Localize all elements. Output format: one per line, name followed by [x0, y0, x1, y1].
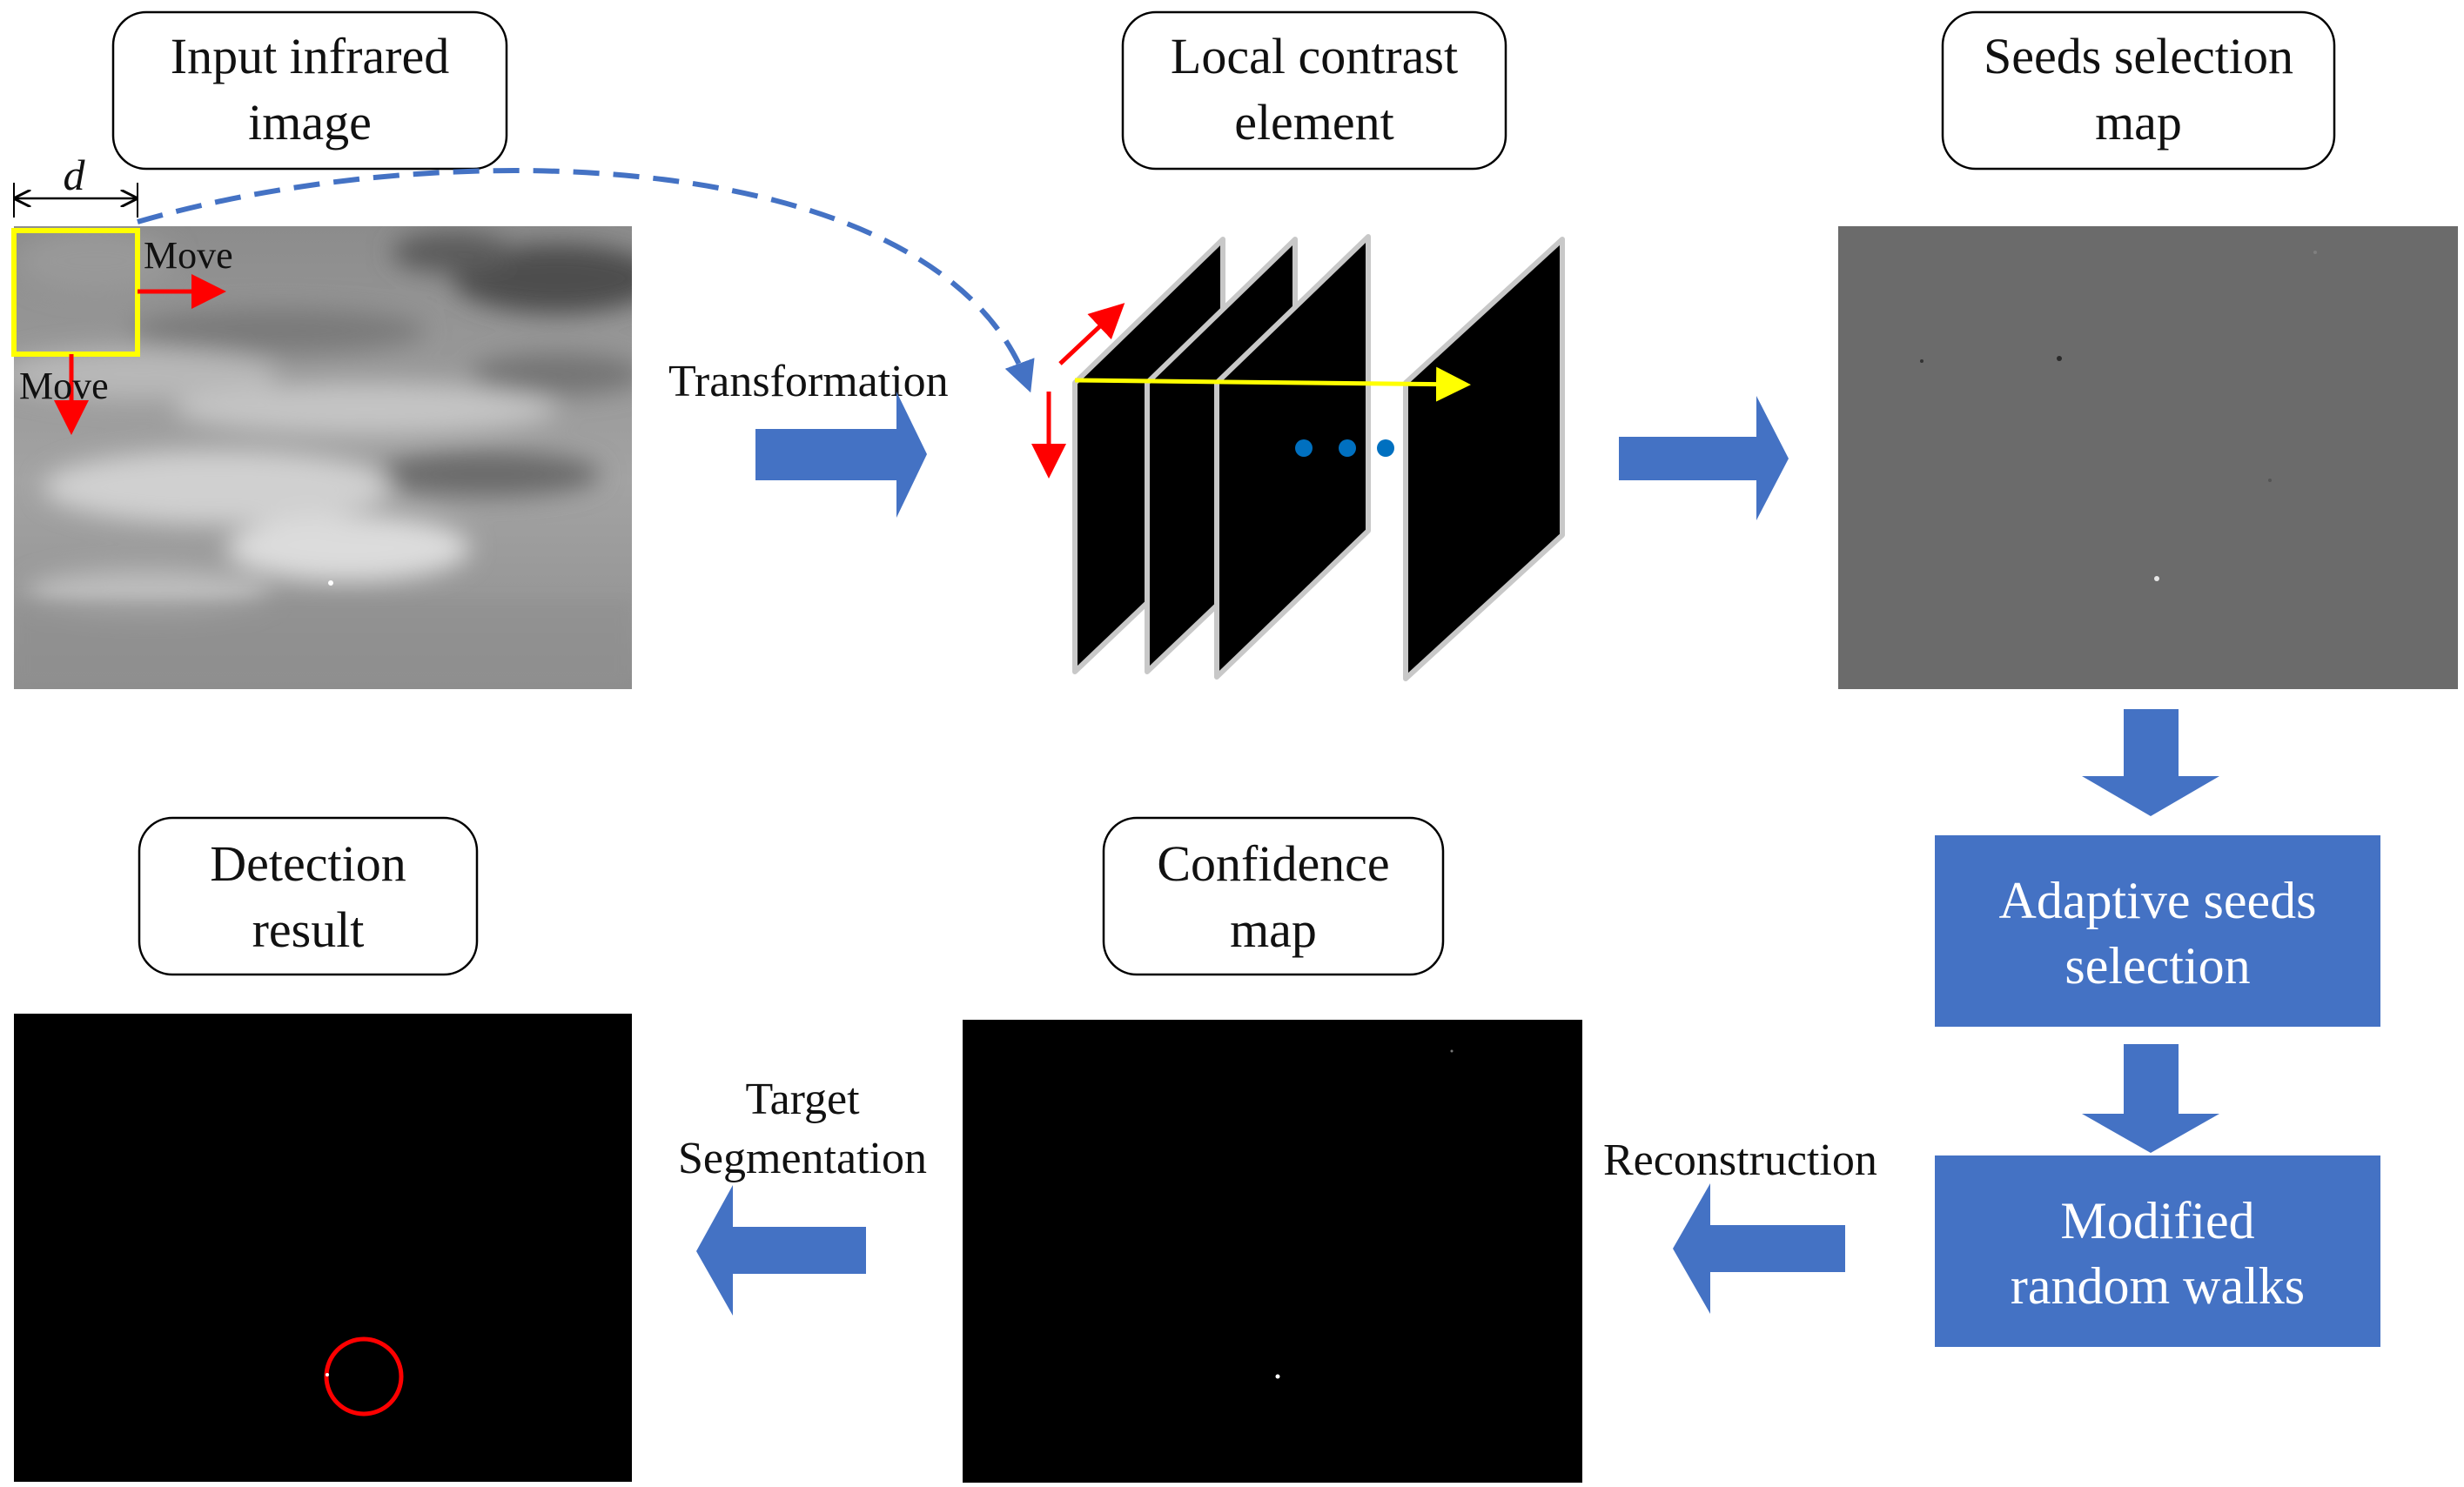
- transformation-label: Transformation: [668, 357, 949, 406]
- confidence-map-image: [963, 1020, 1582, 1483]
- contrast-layer-3: [1214, 234, 1371, 680]
- block-arrow-icon: [755, 392, 927, 518]
- local-contrast-label-line1: Local contrast: [1171, 28, 1458, 84]
- input-stage: Input infrared image: [11, 10, 1035, 689]
- ellipsis-dots-icon: [1295, 439, 1394, 457]
- segmentation-label-line2: Segmentation: [678, 1134, 927, 1183]
- input-label-box: [111, 10, 508, 171]
- input-label-line2: image: [248, 94, 372, 151]
- block-arrow-down-1: [2082, 709, 2219, 816]
- seed-point: [2057, 356, 2062, 361]
- block-arrow-down-2: [2082, 1044, 2219, 1153]
- move-down-label: Move: [19, 365, 109, 407]
- seeds-map-image: [1838, 226, 2458, 689]
- seed-point: [2313, 251, 2317, 254]
- contrast-layer-n: [1403, 237, 1565, 681]
- adaptive-seeds-box: Adaptive seeds selection: [1935, 835, 2380, 1027]
- target-pixel: [328, 580, 333, 586]
- window-size-label: d: [64, 151, 86, 199]
- local-contrast-label-box: [1121, 10, 1507, 171]
- seed-point: [2268, 479, 2272, 482]
- layer-scan-arrow: [1074, 366, 1471, 402]
- adaptive-seeds-line1: Adaptive seeds: [1999, 872, 2317, 929]
- seeds-map-stage: Seeds selection map: [1838, 10, 2458, 689]
- seed-point: [2154, 576, 2159, 581]
- confidence-target-point: [1275, 1374, 1280, 1379]
- block-arrow-left-reconstruction: [1673, 1183, 1845, 1314]
- block-arrow-left-segmentation: [696, 1185, 866, 1316]
- transformation-dashed-path: [137, 168, 1035, 393]
- seeds-map-label-line2: map: [2095, 94, 2182, 151]
- adaptive-seeds-line2: selection: [2065, 937, 2250, 995]
- reconstruction-label: Reconstruction: [1603, 1135, 1877, 1185]
- detection-label-box: [138, 816, 479, 976]
- detection-label-line2: result: [252, 901, 365, 958]
- move-right-label: Move: [144, 234, 233, 277]
- block-arrow-to-seeds-map: [1619, 396, 1789, 520]
- seed-point: [1920, 359, 1924, 363]
- segmentation-label-line1: Target: [745, 1075, 860, 1124]
- infrared-image: [14, 226, 632, 689]
- local-contrast-stage: Local contrast element: [1031, 10, 1565, 681]
- confidence-label-line1: Confidence: [1157, 835, 1389, 892]
- confidence-noise-point: [1450, 1049, 1454, 1053]
- random-walks-line2: random walks: [2011, 1257, 2305, 1315]
- random-walks-box: Modified random walks: [1935, 1155, 2380, 1347]
- local-contrast-label-line2: element: [1234, 94, 1394, 151]
- detection-stage: Detection result: [14, 816, 632, 1482]
- transformation-step: Transformation: [668, 357, 949, 518]
- detected-target-point: [326, 1373, 329, 1376]
- seeds-map-label-box: [1941, 10, 2336, 171]
- target-circle-icon: [324, 1336, 404, 1417]
- random-walks-line1: Modified: [2060, 1192, 2254, 1249]
- detection-label-line1: Detection: [210, 835, 406, 892]
- input-label-line1: Input infrared: [171, 28, 449, 84]
- seeds-map-label-line1: Seeds selection: [1984, 28, 2293, 84]
- confidence-stage: Confidence map: [963, 816, 1582, 1483]
- detection-result-image: [14, 1014, 632, 1482]
- layer-move-diagonal-arrow: [1058, 303, 1125, 365]
- confidence-label-box: [1102, 816, 1445, 976]
- confidence-label-line2: map: [1230, 901, 1317, 958]
